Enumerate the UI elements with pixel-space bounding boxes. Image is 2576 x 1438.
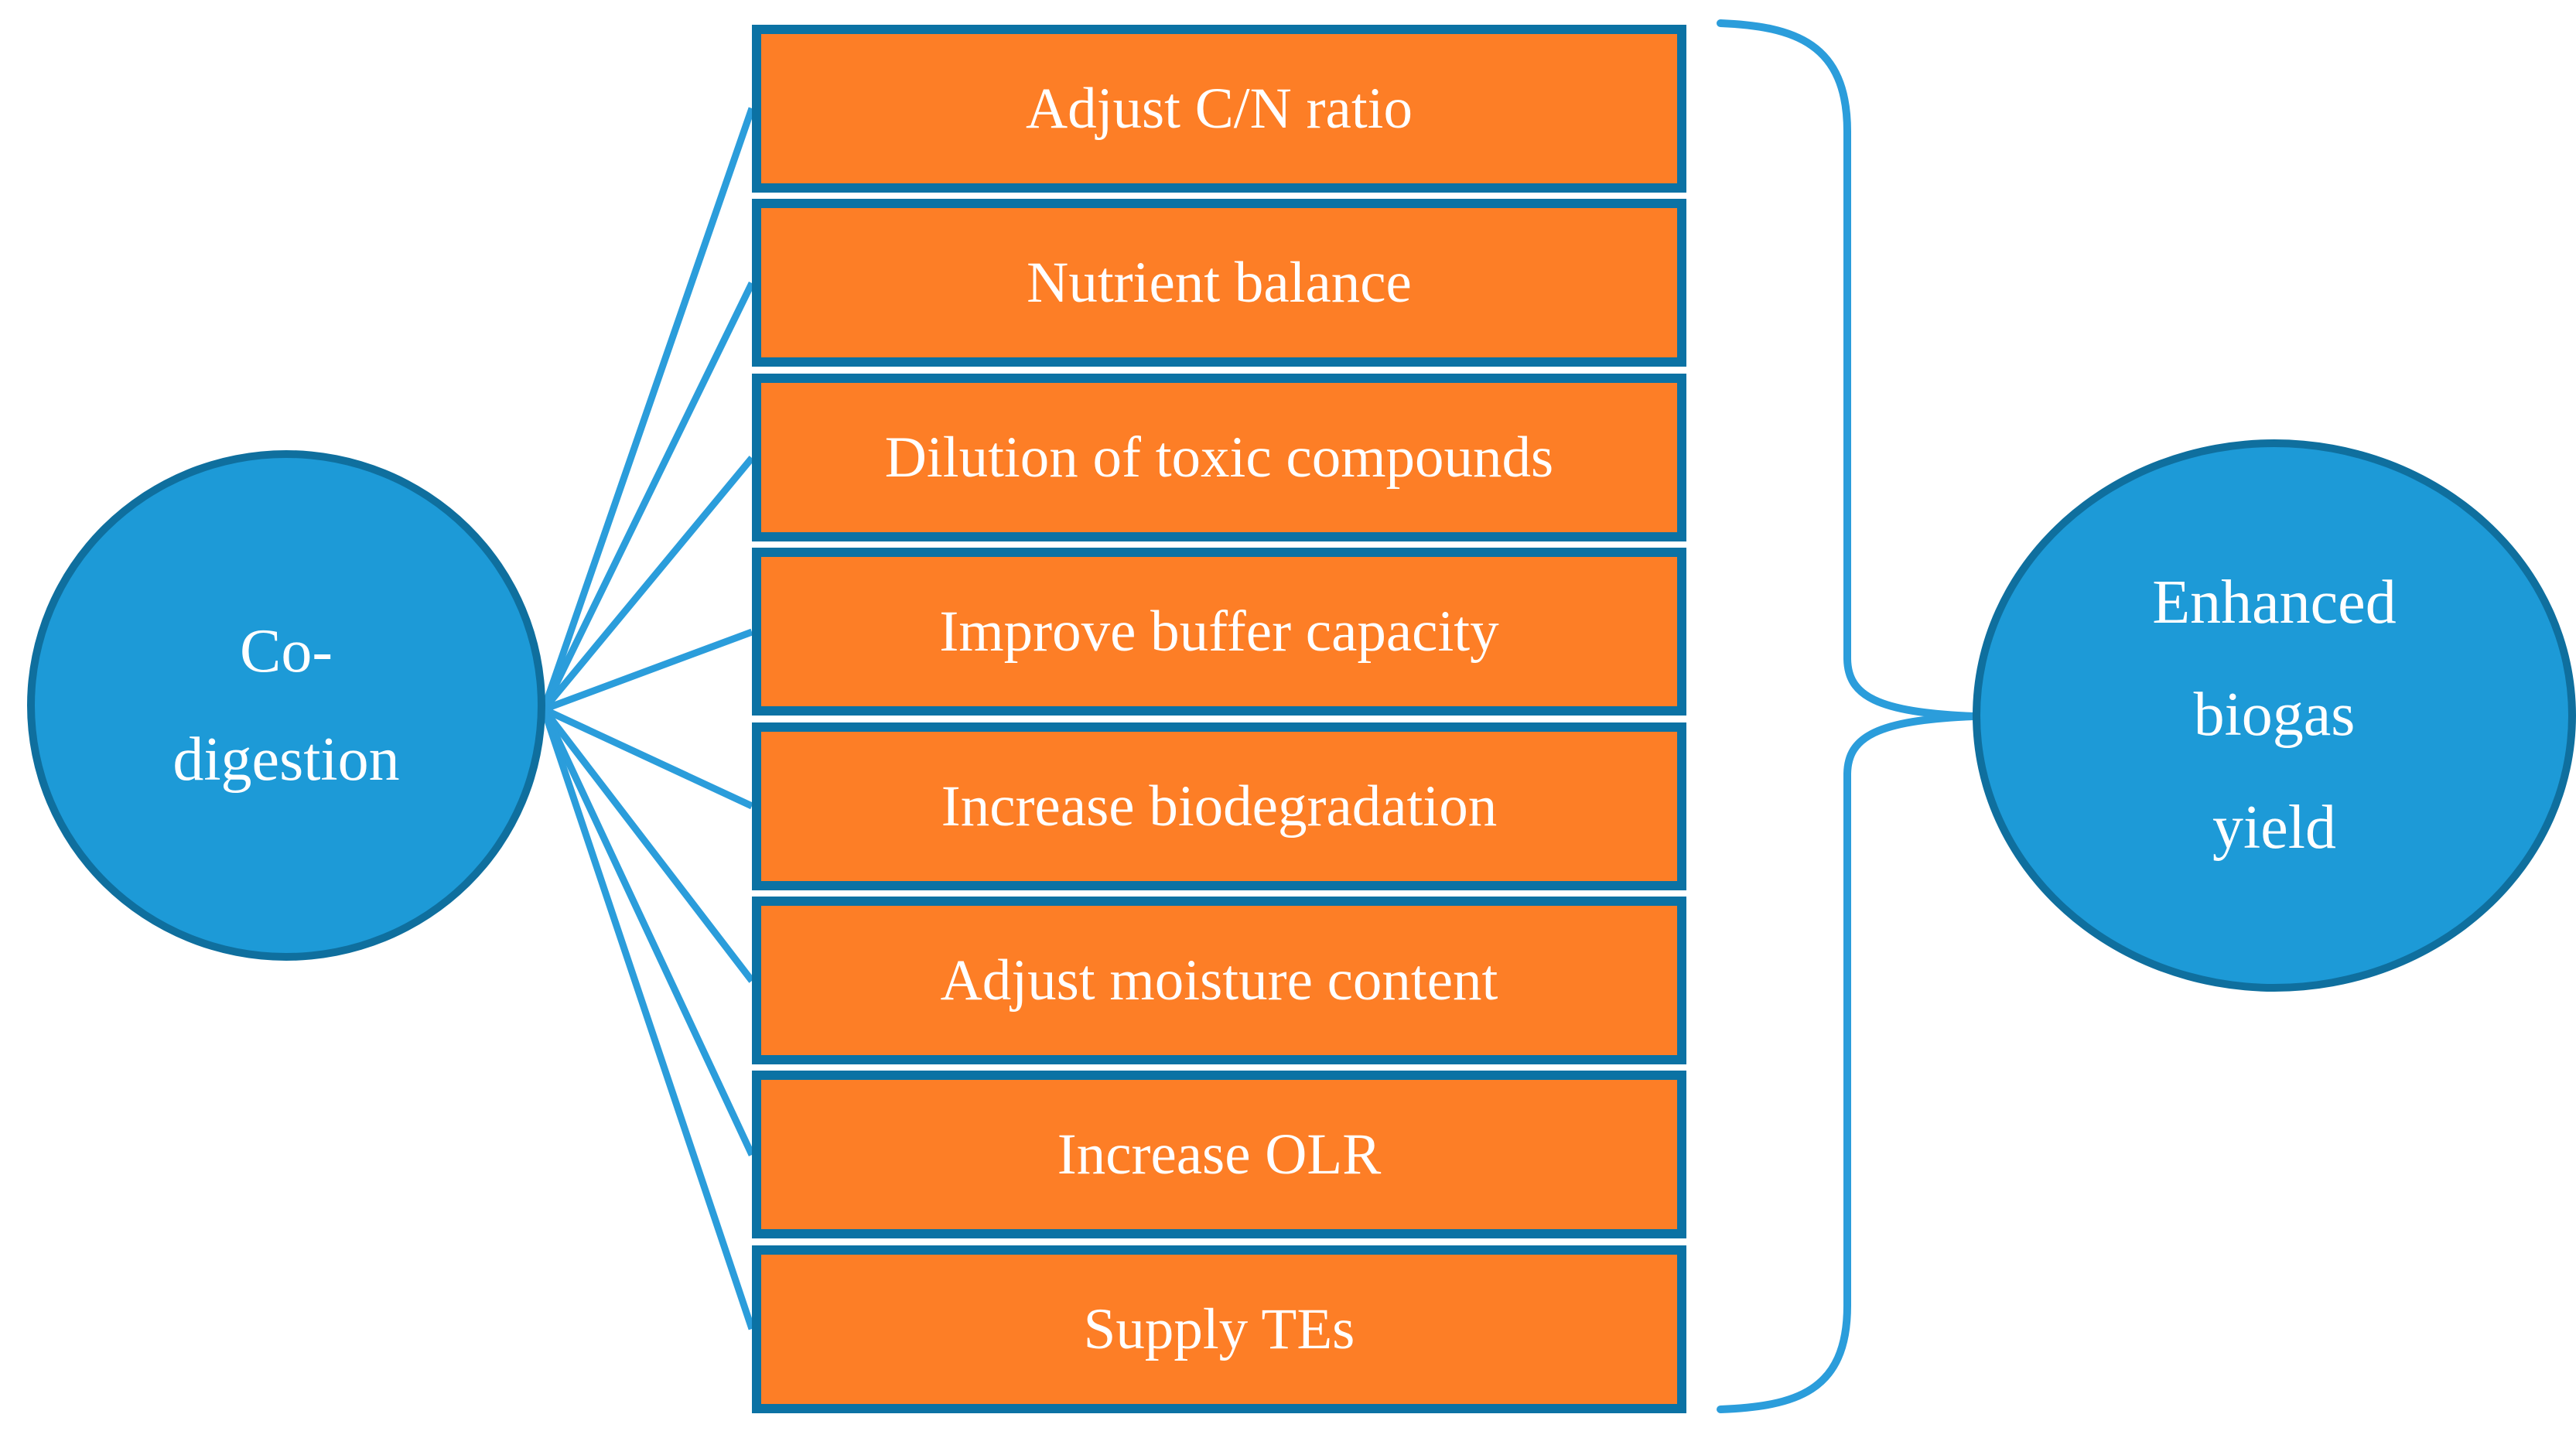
benefit-box-nutrient-balance: Nutrient balance — [752, 199, 1686, 367]
benefit-box-label: Adjust moisture content — [940, 948, 1498, 1013]
node-label-line: biogas — [2193, 681, 2356, 750]
benefit-box-label: Increase OLR — [1057, 1122, 1382, 1187]
connector-line-buffer-capacity — [542, 628, 753, 713]
benefit-box-increase-olr: Increase OLR — [752, 1071, 1686, 1238]
node-label-line: Enhanced — [2152, 568, 2397, 637]
benefit-box-label: Dilution of toxic compounds — [884, 425, 1554, 490]
benefit-box-label: Supply TEs — [1083, 1296, 1355, 1361]
benefit-box-improve-buffer-capacity: Improve buffer capacity — [752, 548, 1686, 716]
connector-line-biodegradation — [542, 705, 753, 810]
node-label-line: yield — [2212, 793, 2336, 862]
node-co-digestion-label: Co- digestion — [35, 597, 538, 814]
connector-line-nutrient-balance — [540, 282, 756, 711]
node-label-line: digestion — [173, 726, 400, 794]
connector-line-increase-olr — [540, 708, 756, 1156]
benefit-box-label: Adjust C/N ratio — [1026, 76, 1413, 141]
benefit-box-increase-biodegradation: Increase biodegradation — [752, 722, 1686, 890]
benefit-box-dilution-toxic-compounds: Dilution of toxic compounds — [752, 374, 1686, 541]
benefit-box-label: Nutrient balance — [1027, 250, 1412, 315]
node-enhanced-biogas-yield: Enhanced biogas yield — [1973, 439, 2576, 992]
node-label-line: Co- — [240, 617, 333, 685]
benefit-box-adjust-moisture-content: Adjust moisture content — [752, 897, 1686, 1064]
benefit-box-supply-tes: Supply TEs — [752, 1245, 1686, 1413]
benefit-box-adjust-cn-ratio: Adjust C/N ratio — [752, 25, 1686, 193]
connector-line-supply-tes — [540, 708, 756, 1330]
connector-line-adjust-cn-ratio — [540, 107, 756, 711]
benefit-box-label: Improve buffer capacity — [939, 599, 1499, 664]
connector-line-dilution-toxic — [541, 456, 755, 712]
node-co-digestion: Co- digestion — [27, 450, 545, 961]
node-enhanced-biogas-yield-label: Enhanced biogas yield — [1980, 547, 2568, 885]
benefit-box-label: Increase biodegradation — [941, 774, 1498, 839]
connector-line-moisture-content — [541, 707, 755, 983]
curly-brace — [1717, 19, 1978, 1413]
